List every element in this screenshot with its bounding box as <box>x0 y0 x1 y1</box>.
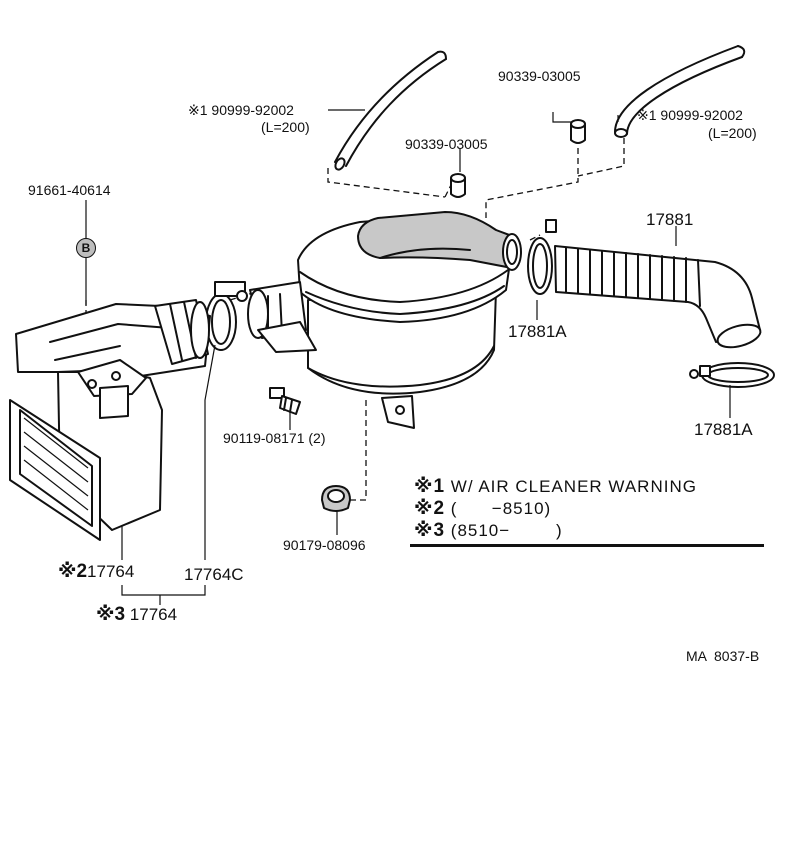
label-housing-b: ※3 17764 <box>96 604 178 625</box>
intake-bellows-hose <box>554 245 762 349</box>
label-plug-mid: 90339-03005 <box>405 136 488 152</box>
intake-hose-17764c <box>205 281 248 351</box>
diagram-code: MA 8037-B <box>686 648 760 664</box>
label-17881: 17881 <box>646 210 694 229</box>
plug-mid <box>450 173 466 198</box>
note-underline <box>410 544 764 547</box>
label-grommet: 90179-08096 <box>283 537 366 553</box>
label-bolt: 90119-08171 (2) <box>223 430 326 446</box>
label-clamp-upper: 17881A <box>508 322 567 341</box>
vacuum-hose-right <box>614 45 746 138</box>
label-plug-top: 90339-03005 <box>498 68 581 84</box>
note-1: ※1 W/ AIR CLEANER WARNING <box>414 476 697 497</box>
label-hose-right-length: (L=200) <box>708 125 757 141</box>
air-cleaner-case <box>247 211 522 429</box>
label-hose-17764c: 17764C <box>184 565 244 584</box>
label-hose-left-length: (L=200) <box>261 119 310 135</box>
note-3: ※3 (8510− ) <box>414 520 563 541</box>
reference-circle-b: B <box>76 238 96 258</box>
note-2: ※2 ( −8510) <box>414 498 552 519</box>
hose-clamp-upper <box>527 219 557 295</box>
label-hose-left: ※1 90999-92002 <box>188 102 294 118</box>
hose-clamp-lower <box>689 362 775 388</box>
bolt-90119 <box>269 387 301 415</box>
plug-top <box>570 119 586 144</box>
vacuum-hose-left <box>334 50 447 171</box>
label-bolt-cushion: 91661-40614 <box>28 182 111 198</box>
label-clamp-lower: 17881A <box>694 420 753 439</box>
label-hose-right: ※1 90999-92002 <box>637 107 743 123</box>
air-intake-housing <box>9 299 211 541</box>
grommet <box>321 485 351 512</box>
label-housing-a: ※217764 <box>58 561 135 582</box>
